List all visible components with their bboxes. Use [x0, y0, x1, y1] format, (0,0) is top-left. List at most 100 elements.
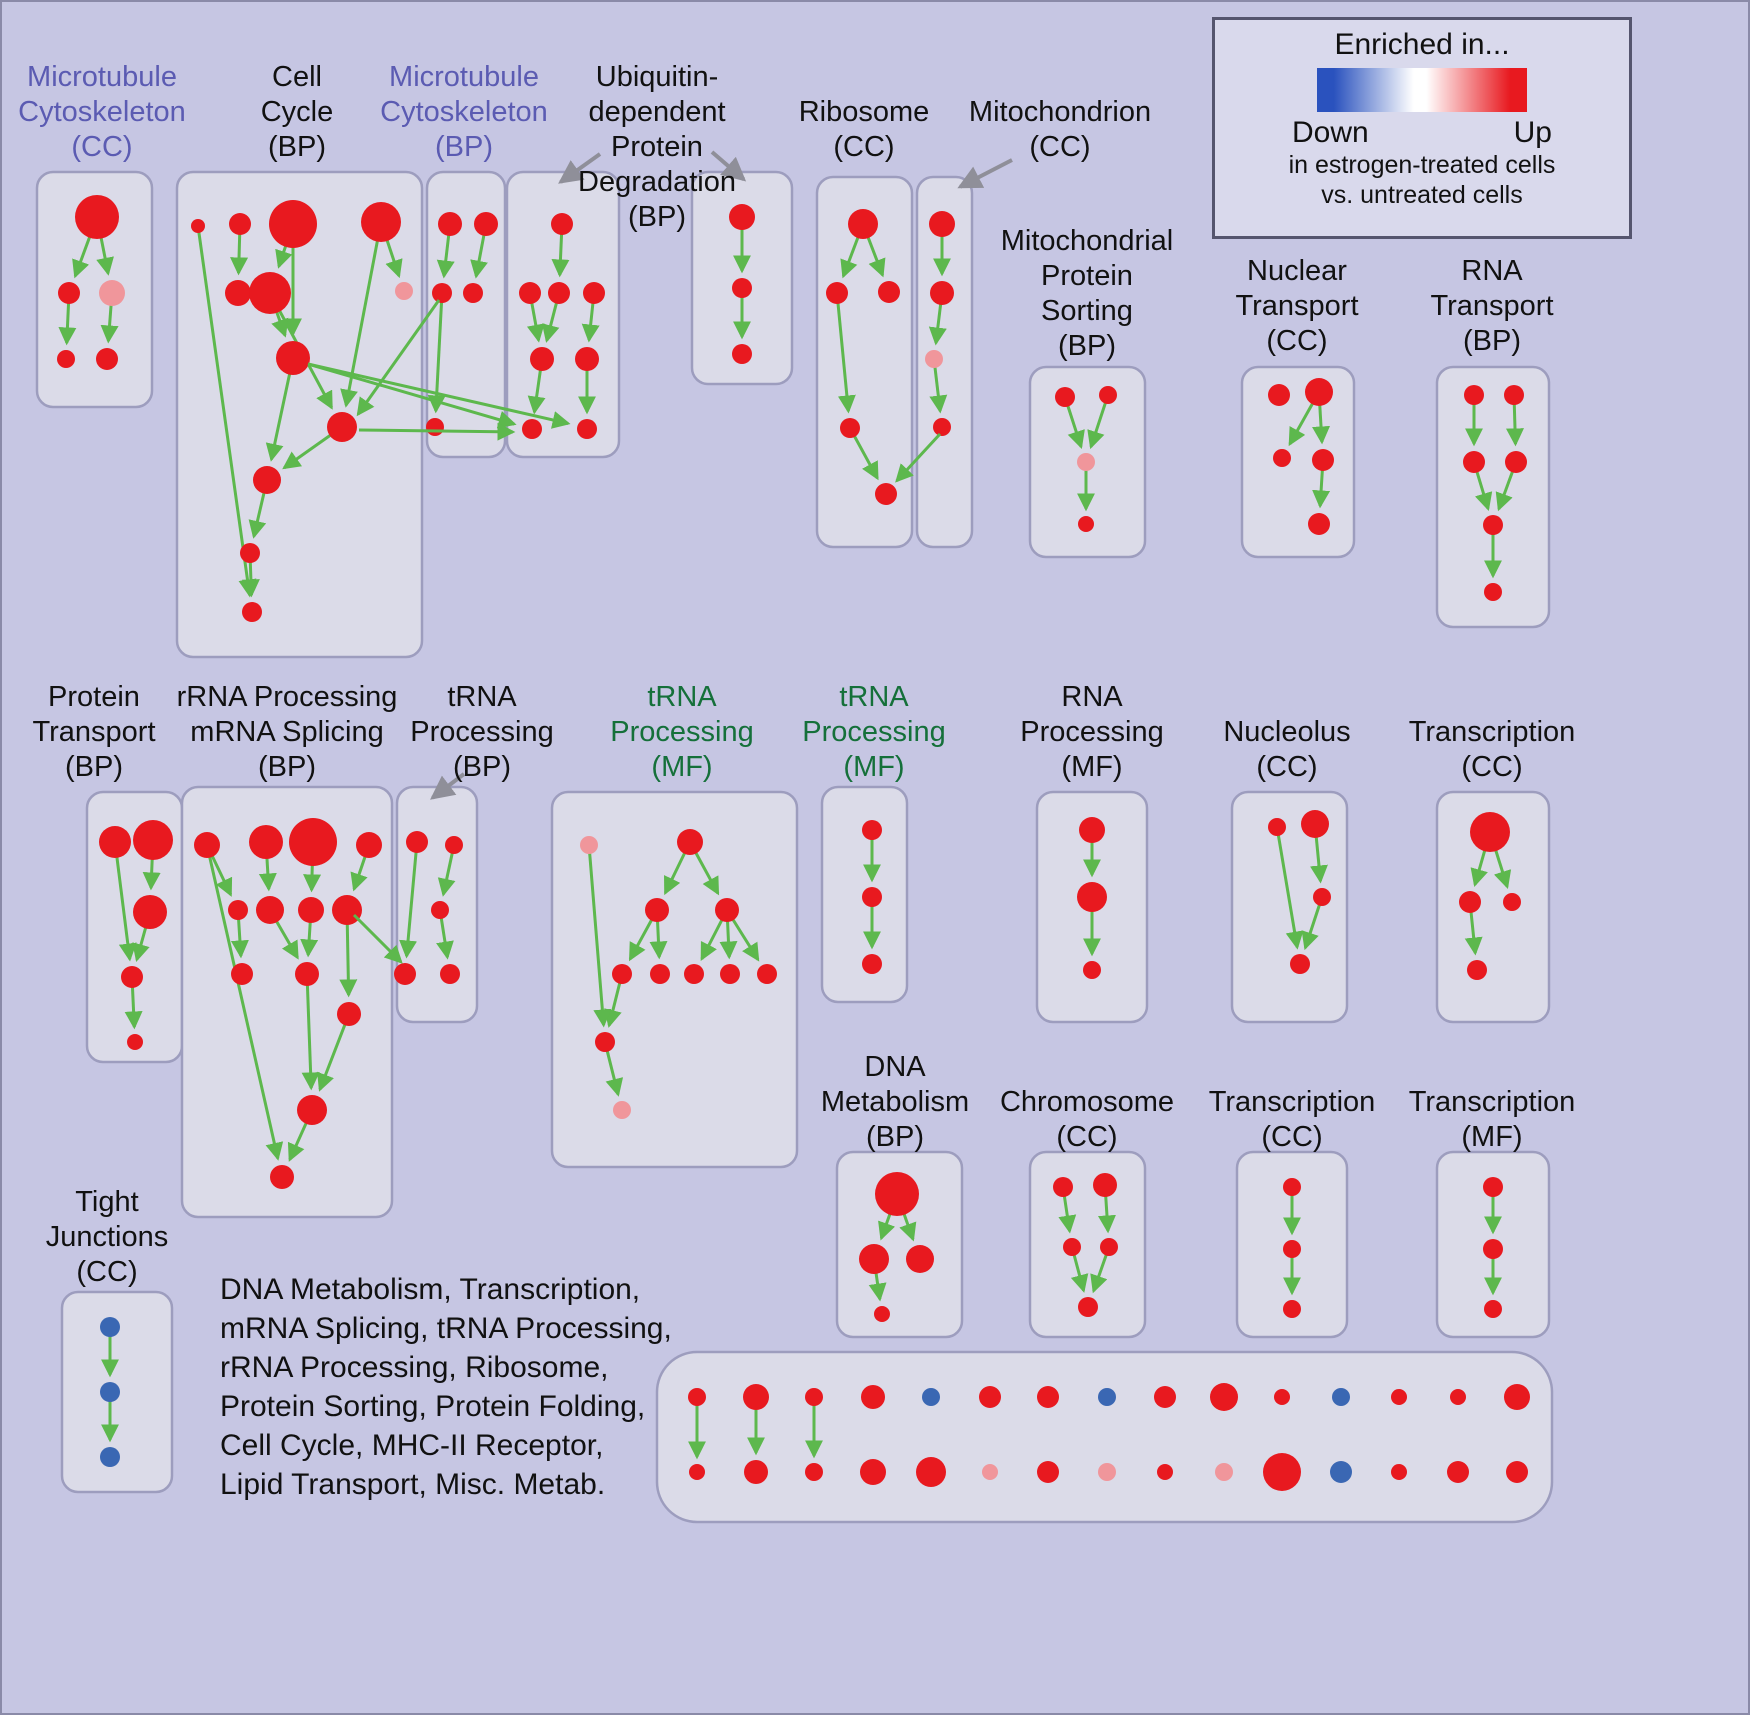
gene-node-ribosome-cc-0	[848, 209, 878, 239]
gene-node-misc-cluster-13	[1450, 1389, 1466, 1405]
legend-down-label: Down	[1292, 116, 1369, 149]
gene-node-cell-cycle-bp-10	[240, 543, 260, 563]
cluster-trna-processing-mf-small	[820, 785, 909, 1004]
gene-node-chromosome-cc-0	[1053, 1177, 1073, 1197]
gene-node-nuclear-transport-cc-4	[1308, 513, 1330, 535]
cluster-mitochondrion-cc	[915, 175, 974, 549]
edge	[356, 299, 441, 417]
edge	[301, 973, 320, 1091]
gene-node-transcription-mf-1	[1483, 1239, 1503, 1259]
gene-node-mitochondrion-cc-0	[929, 211, 955, 237]
gene-node-misc-cluster-15	[689, 1464, 705, 1480]
cluster-microtubule-cytoskeleton-cc	[35, 170, 154, 409]
gene-node-protein-transport-bp-0	[99, 826, 131, 858]
gene-node-mito-protein-sorting-bp-1	[1099, 386, 1117, 404]
cluster-box-microtubule-cytoskeleton-cc	[35, 170, 154, 409]
misc-caption-line: Protein Sorting, Protein Folding,	[220, 1390, 646, 1423]
gene-node-rrna-mrna-bp-5	[256, 896, 284, 924]
edge	[352, 913, 403, 964]
edge	[205, 844, 284, 1161]
gene-node-ubiquitin-degradation-a-1	[519, 282, 541, 304]
cluster-protein-transport-bp	[85, 790, 184, 1064]
gene-node-trna-processing-bp-4	[440, 964, 460, 984]
gene-node-nucleolus-cc-2	[1313, 888, 1331, 906]
gene-node-cell-cycle-bp-6	[395, 282, 413, 300]
cluster-label-transcription-cc-lower: Transcription(CC)	[1208, 1086, 1376, 1153]
gene-node-rna-transport-bp-1	[1504, 385, 1524, 405]
gene-node-chromosome-cc-3	[1100, 1238, 1118, 1256]
legend-box: Enriched in... Down Up in estrogen-treat…	[1212, 17, 1632, 239]
cluster-box-transcription-cc-upper	[1435, 790, 1551, 1024]
gene-node-misc-cluster-27	[1391, 1464, 1407, 1480]
gene-node-tight-junctions-cc-1	[100, 1382, 120, 1402]
gene-node-microtubule-cytoskeleton-cc-0	[75, 195, 119, 239]
cluster-cell-cycle-bp	[175, 170, 424, 659]
gene-node-trna-processing-mf-large-2	[645, 898, 669, 922]
gene-node-cell-cycle-bp-9	[253, 466, 281, 494]
gene-node-mito-protein-sorting-bp-2	[1077, 453, 1095, 471]
edge	[957, 158, 1013, 189]
cluster-trna-processing-bp	[394, 785, 479, 1024]
gene-node-mitochondrion-cc-3	[933, 418, 951, 436]
gene-node-microtubule-cytoskeleton-cc-4	[96, 348, 118, 370]
gene-node-rrna-mrna-bp-0	[194, 832, 220, 858]
gene-node-rna-transport-bp-4	[1483, 515, 1503, 535]
gene-node-trna-processing-mf-small-0	[862, 820, 882, 840]
gene-node-misc-cluster-20	[982, 1464, 998, 1480]
gene-node-rrna-mrna-bp-4	[228, 900, 248, 920]
gene-node-trna-processing-mf-large-5	[650, 964, 670, 984]
legend-subtitle-line2: vs. untreated cells	[1321, 181, 1523, 209]
edge	[265, 357, 295, 462]
gene-node-rna-transport-bp-3	[1505, 451, 1527, 473]
gene-node-trna-processing-mf-large-6	[684, 964, 704, 984]
gene-node-transcription-cc-upper-2	[1503, 893, 1521, 911]
gene-node-chromosome-cc-2	[1063, 1238, 1081, 1256]
cluster-box-mitochondrion-cc	[915, 175, 974, 549]
edge	[1275, 826, 1304, 950]
gene-node-trna-processing-mf-large-4	[612, 964, 632, 984]
cluster-box-nuclear-transport-cc	[1240, 365, 1356, 559]
cluster-label-mitochondrion-cc: Mitochondrion(CC)	[968, 96, 1152, 163]
gene-node-trna-processing-mf-large-8	[757, 964, 777, 984]
gene-node-dna-metabolism-bp-2	[906, 1245, 934, 1273]
misc-caption-line: mRNA Splicing, tRNA Processing,	[220, 1312, 672, 1345]
gene-node-trna-processing-bp-1	[445, 836, 463, 854]
cluster-ubiquitin-degradation-a	[505, 170, 621, 459]
cluster-transcription-cc-lower	[1235, 1150, 1349, 1339]
gene-node-transcription-cc-lower-1	[1283, 1240, 1301, 1258]
gene-node-rna-transport-bp-0	[1464, 385, 1484, 405]
gene-node-protein-transport-bp-4	[127, 1034, 143, 1050]
gene-node-trna-processing-mf-large-3	[715, 898, 739, 922]
gene-node-misc-cluster-5	[979, 1386, 1001, 1408]
gene-node-misc-cluster-26	[1330, 1461, 1352, 1483]
gene-node-mitochondrion-cc-2	[925, 350, 943, 368]
legend-subtitle-line1: in estrogen-treated cells	[1288, 151, 1556, 179]
edge	[587, 844, 612, 1028]
gene-node-misc-cluster-22	[1098, 1463, 1116, 1481]
edge	[399, 841, 419, 959]
legend-gradient-bar	[1317, 68, 1527, 112]
gene-node-misc-cluster-25	[1263, 1453, 1301, 1491]
gene-node-cell-cycle-bp-0	[191, 219, 205, 233]
gene-node-misc-cluster-7	[1098, 1388, 1116, 1406]
cluster-label-nucleolus-cc: Nucleolus(CC)	[1223, 716, 1351, 783]
gene-node-chromosome-cc-1	[1093, 1173, 1117, 1197]
gene-node-ribosome-cc-1	[826, 282, 848, 304]
gene-node-ubiquitin-degradation-a-4	[530, 347, 554, 371]
gene-node-ubiquitin-degradation-b-2	[732, 344, 752, 364]
edge	[558, 152, 602, 184]
edge	[895, 432, 942, 483]
gene-node-misc-cluster-0	[688, 1388, 706, 1406]
gene-node-misc-cluster-12	[1391, 1389, 1407, 1405]
gene-node-ribosome-cc-2	[878, 281, 900, 303]
misc-cluster-caption: DNA Metabolism, Transcription, mRNA Spli…	[220, 1270, 672, 1504]
gene-node-trna-processing-mf-small-1	[862, 887, 882, 907]
edge	[1087, 394, 1110, 450]
gene-node-rrna-mrna-bp-10	[337, 1002, 361, 1026]
